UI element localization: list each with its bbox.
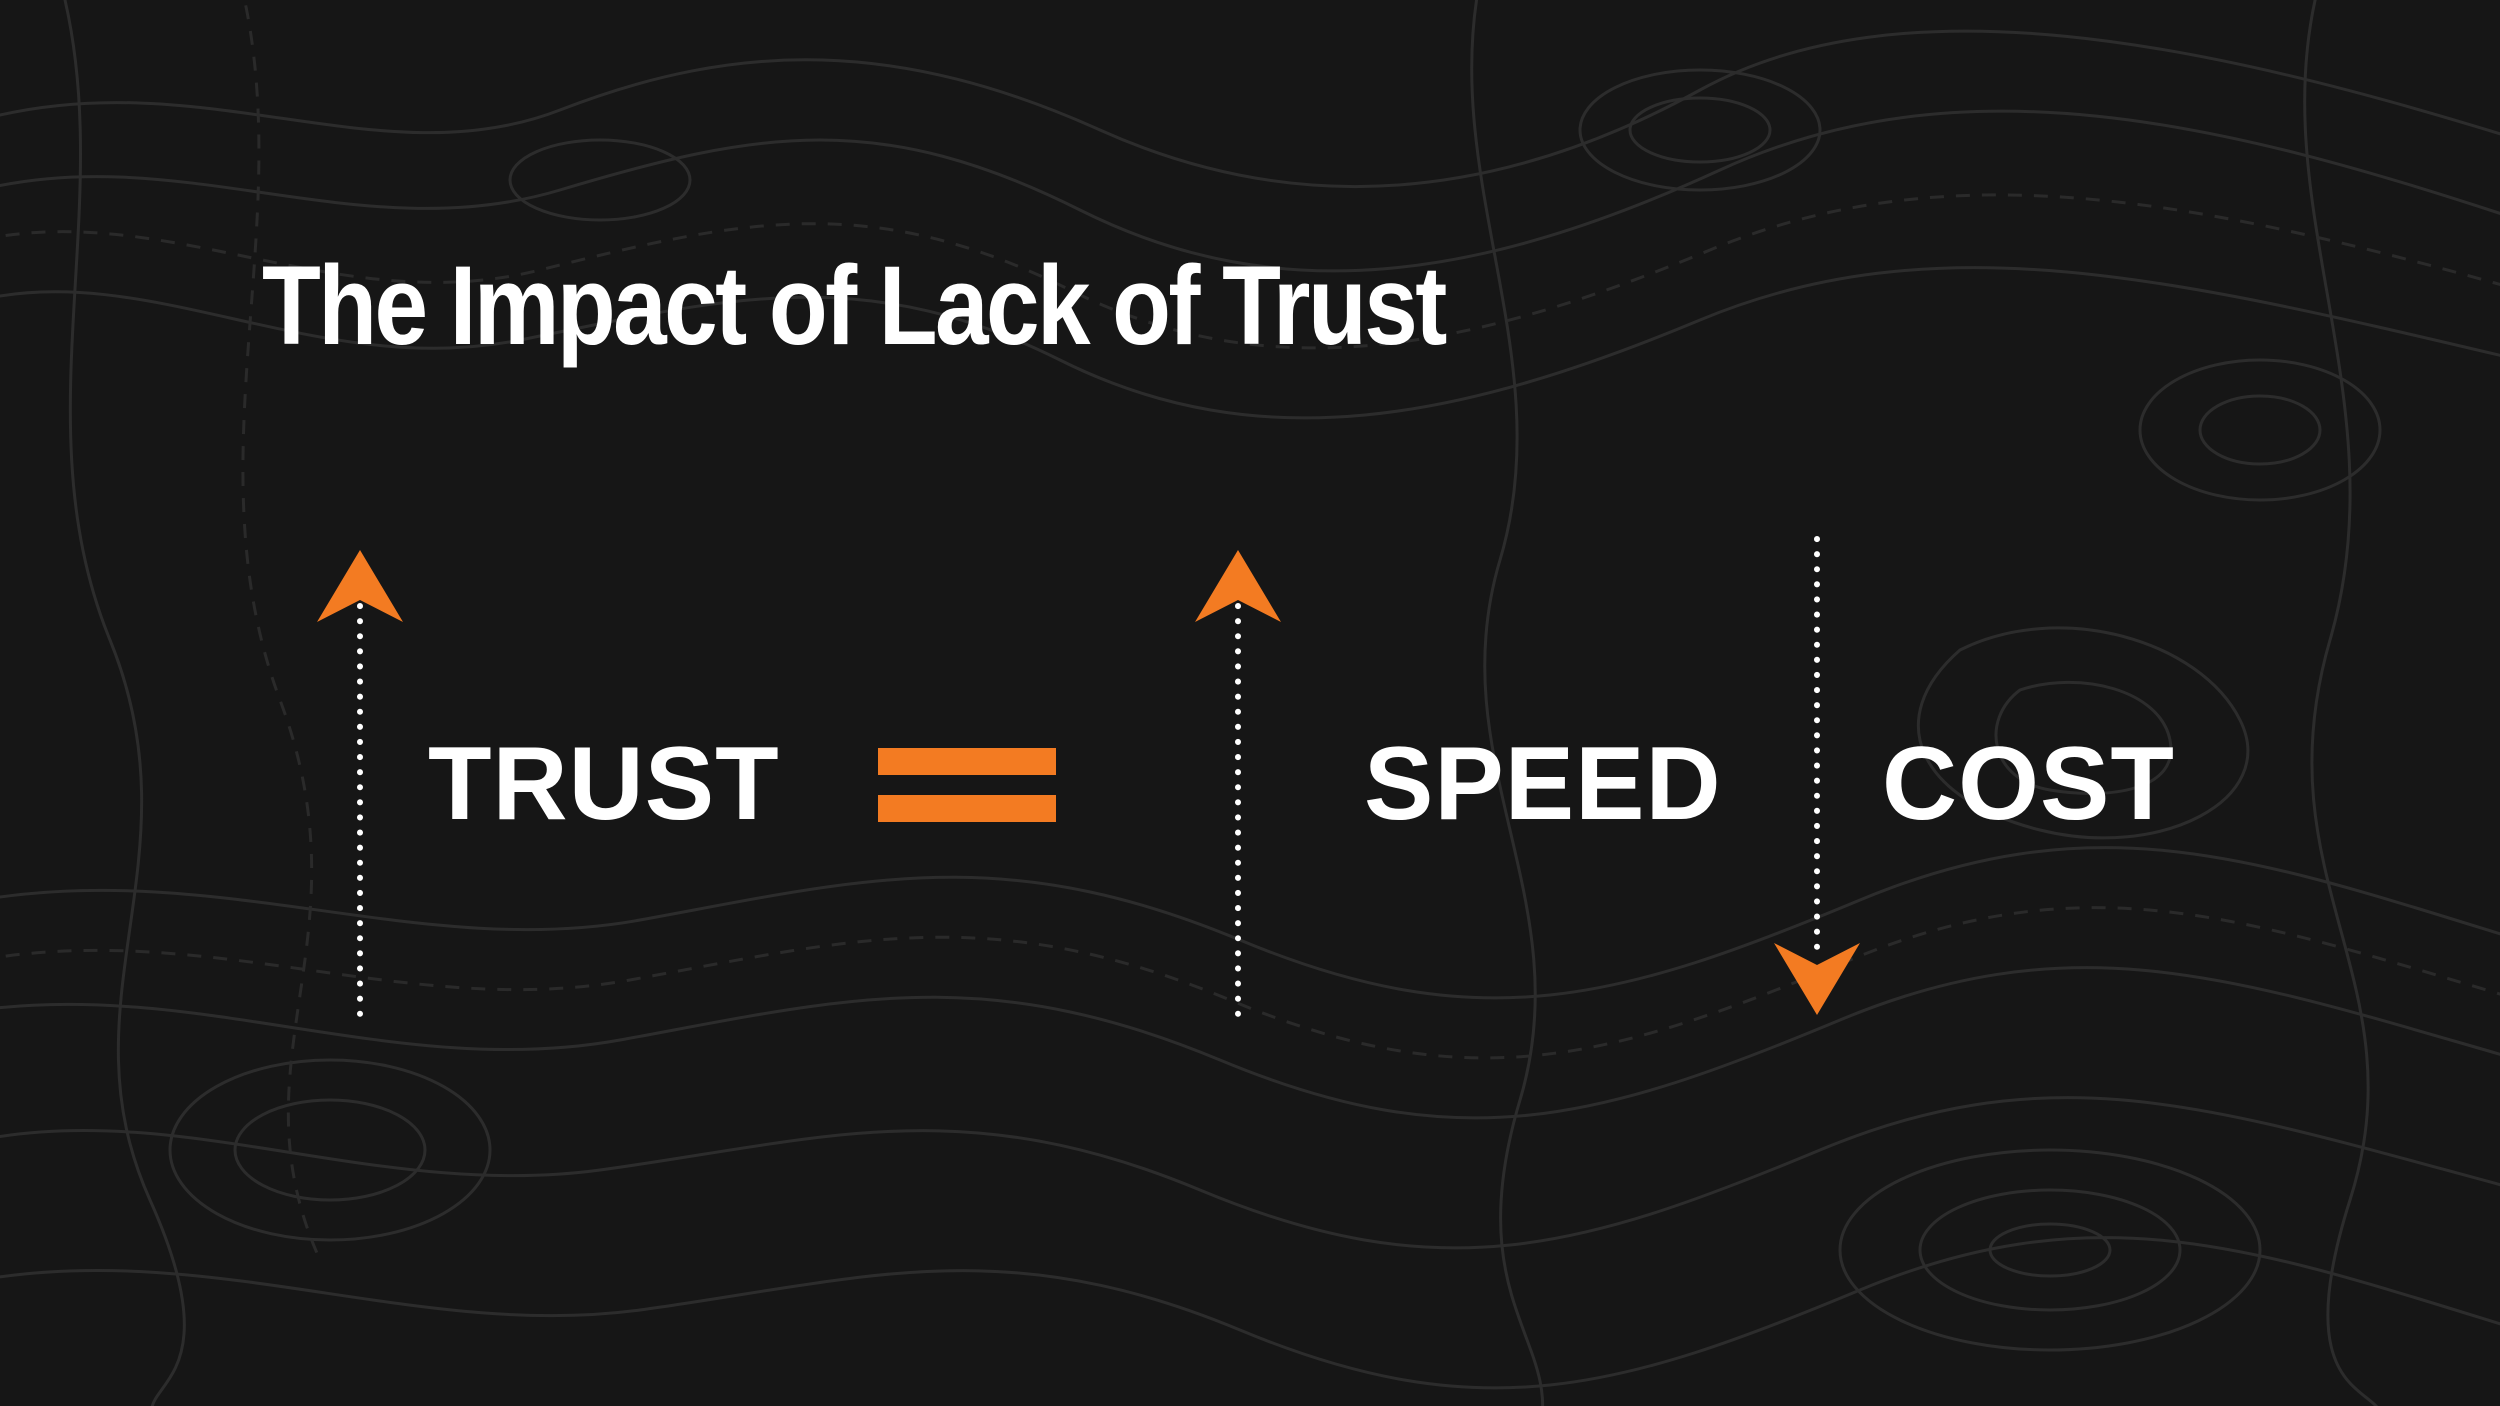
speed-label: SPEED [1364,726,1722,842]
dotted-arrow-down-icon [1772,535,1862,1015]
equals-bar-bottom [878,795,1056,822]
equals-bar-top [878,748,1056,775]
trust-label: TRUST [428,726,780,842]
cost-down-arrow [1774,536,1860,1015]
slide-title: The Impact of Lack of Trust [262,243,1447,368]
cost-label: COST [1882,726,2175,842]
equals-sign-icon [878,748,1056,822]
trust-up-arrow [317,550,403,1031]
speed-up-arrow [1195,550,1281,1031]
dotted-arrow-up-icon [1193,550,1283,1031]
dotted-arrow-up-icon [315,550,405,1031]
